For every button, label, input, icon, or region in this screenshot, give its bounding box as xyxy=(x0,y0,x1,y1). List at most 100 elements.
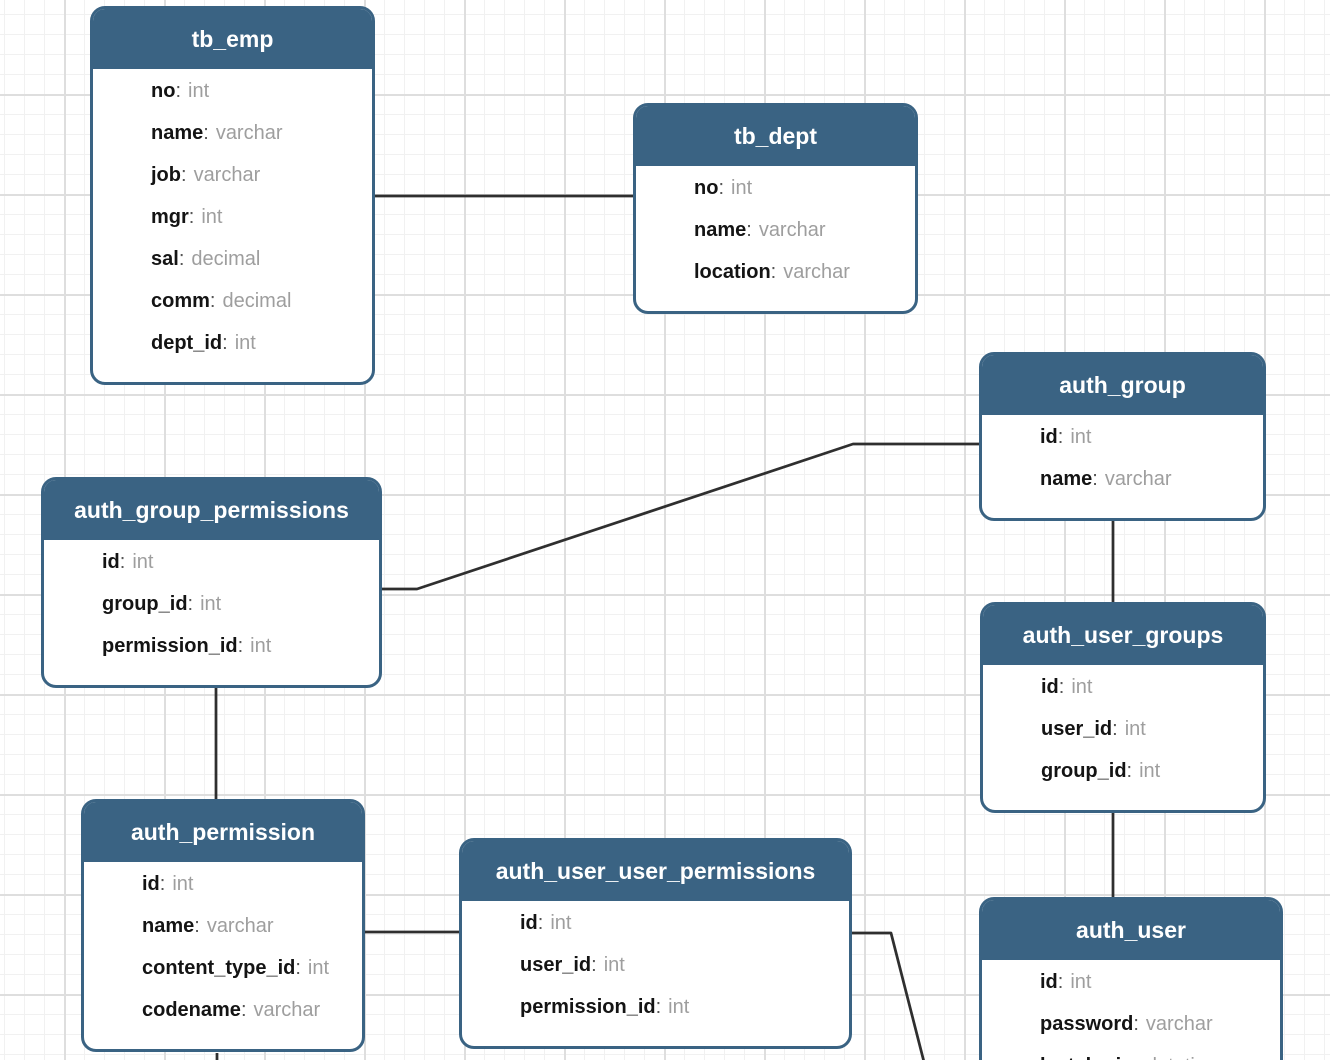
relation-line-authgroupperm-authgroup xyxy=(382,442,979,591)
field-name: content_type_id xyxy=(142,957,301,980)
field-row: last_logindatetime xyxy=(982,1045,1280,1060)
table-body: idint name varchar xyxy=(982,415,1263,518)
table-title[interactable]: auth_user xyxy=(982,900,1280,960)
field-row: codename varchar xyxy=(84,989,362,1031)
field-name: id xyxy=(1041,676,1064,699)
field-type: decimal xyxy=(191,247,261,270)
field-row: idint xyxy=(44,541,379,583)
field-type: int xyxy=(234,331,256,354)
field-type: varchar xyxy=(253,998,321,1021)
table-body: noint namevarchar jobvarchar mgrint sald… xyxy=(93,69,372,382)
table-title[interactable]: auth_permission xyxy=(84,802,362,862)
table-tb-emp[interactable]: tb_emp noint namevarchar jobvarchar mgri… xyxy=(90,6,375,385)
field-row: name varchar xyxy=(636,209,915,251)
relation-line-authuseruserperm-offscreen xyxy=(852,931,925,1060)
field-name: name xyxy=(1040,468,1098,491)
table-auth-user-groups[interactable]: auth_user_groups idint user_idint group_… xyxy=(980,602,1266,813)
field-type: varchar xyxy=(783,260,850,283)
table-body: idint user_idint group_idint xyxy=(983,665,1263,810)
field-name: password xyxy=(1040,1013,1139,1036)
field-name: permission_id xyxy=(102,635,243,658)
field-name: permission_id xyxy=(520,996,661,1019)
table-body: idint user_idint permission_idint xyxy=(462,901,849,1046)
field-name: no xyxy=(151,80,181,103)
field-row: user_id int xyxy=(983,708,1263,750)
table-title[interactable]: auth_user_user_permissions xyxy=(462,841,849,901)
table-auth-group-permissions[interactable]: auth_group_permissions idint group_idint… xyxy=(41,477,382,688)
field-name: name xyxy=(694,219,752,242)
field-row: jobvarchar xyxy=(93,154,372,196)
field-row: permission_id int xyxy=(462,986,849,1028)
field-name: no xyxy=(694,177,724,200)
field-name: codename xyxy=(142,999,247,1022)
field-row: user_idint xyxy=(462,944,849,986)
field-type: int xyxy=(200,592,222,615)
field-type: varchar xyxy=(215,121,283,144)
field-type: int xyxy=(132,550,154,573)
field-row: dept_id int xyxy=(93,322,372,364)
field-type: decimal xyxy=(222,289,292,312)
field-row: group_id int xyxy=(44,583,379,625)
field-name: location xyxy=(694,261,776,284)
table-body: noint name varchar location varchar xyxy=(636,166,915,311)
field-type: int xyxy=(550,911,572,934)
field-row: sal decimal xyxy=(93,238,372,280)
field-type: int xyxy=(668,995,690,1018)
field-type: int xyxy=(172,872,194,895)
field-row: location varchar xyxy=(636,251,915,293)
field-name: group_id xyxy=(1041,760,1132,783)
field-type: int xyxy=(731,176,753,199)
field-name: id xyxy=(102,551,125,574)
table-auth-user[interactable]: auth_user idint password varchar last_log… xyxy=(979,897,1283,1060)
field-name: dept_id xyxy=(151,332,228,355)
field-row: namevarchar xyxy=(84,905,362,947)
table-title[interactable]: auth_group xyxy=(982,355,1263,415)
table-auth-group[interactable]: auth_group idint name varchar xyxy=(979,352,1266,521)
field-row: idint xyxy=(983,666,1263,708)
field-type: int xyxy=(201,205,223,228)
field-row: idint xyxy=(462,902,849,944)
field-name: sal xyxy=(151,248,184,271)
field-name: id xyxy=(520,912,543,935)
field-name: name xyxy=(151,122,209,145)
table-title[interactable]: auth_group_permissions xyxy=(44,480,379,540)
field-name: user_id xyxy=(1041,718,1118,741)
field-row: idint xyxy=(982,961,1280,1003)
table-body: idint password varchar last_logindatetime xyxy=(982,960,1280,1060)
field-type: int xyxy=(1071,675,1093,698)
table-tb-dept[interactable]: tb_dept noint name varchar location varcha… xyxy=(633,103,918,314)
field-row: idint xyxy=(982,416,1263,458)
field-name: last_login xyxy=(1040,1055,1139,1060)
field-type: int xyxy=(1070,970,1092,993)
field-row: idint xyxy=(84,863,362,905)
field-type: int xyxy=(603,953,625,976)
field-row: name varchar xyxy=(93,112,372,154)
field-type: varchar xyxy=(193,163,261,186)
field-type: varchar xyxy=(1145,1012,1213,1035)
field-row: mgrint xyxy=(93,196,372,238)
table-title[interactable]: auth_user_groups xyxy=(983,605,1263,665)
field-row: noint xyxy=(93,70,372,112)
field-row: permission_id int xyxy=(44,625,379,667)
field-type: int xyxy=(1139,759,1161,782)
field-type: int xyxy=(307,956,330,979)
field-type: varchar xyxy=(758,218,826,241)
field-type: int xyxy=(1070,425,1092,448)
field-type: varchar xyxy=(1104,467,1172,490)
table-title[interactable]: tb_dept xyxy=(636,106,915,166)
field-row: noint xyxy=(636,167,915,209)
table-auth-user-user-permissions[interactable]: auth_user_user_permissions idint user_id… xyxy=(459,838,852,1049)
field-name: comm xyxy=(151,290,215,313)
field-type: int xyxy=(1124,717,1146,740)
field-name: group_id xyxy=(102,593,193,616)
table-auth-permission[interactable]: auth_permission idint namevarchar conten… xyxy=(81,799,365,1052)
field-row: group_id int xyxy=(983,750,1263,792)
field-name: name xyxy=(142,915,200,938)
field-type: int xyxy=(250,634,272,657)
table-body: idint group_idint permission_idint xyxy=(44,540,379,685)
table-body: idint namevarchar content_type_idint cod… xyxy=(84,862,362,1049)
field-name: id xyxy=(1040,426,1063,449)
table-title[interactable]: tb_emp xyxy=(93,9,372,69)
field-row: comm decimal xyxy=(93,280,372,322)
